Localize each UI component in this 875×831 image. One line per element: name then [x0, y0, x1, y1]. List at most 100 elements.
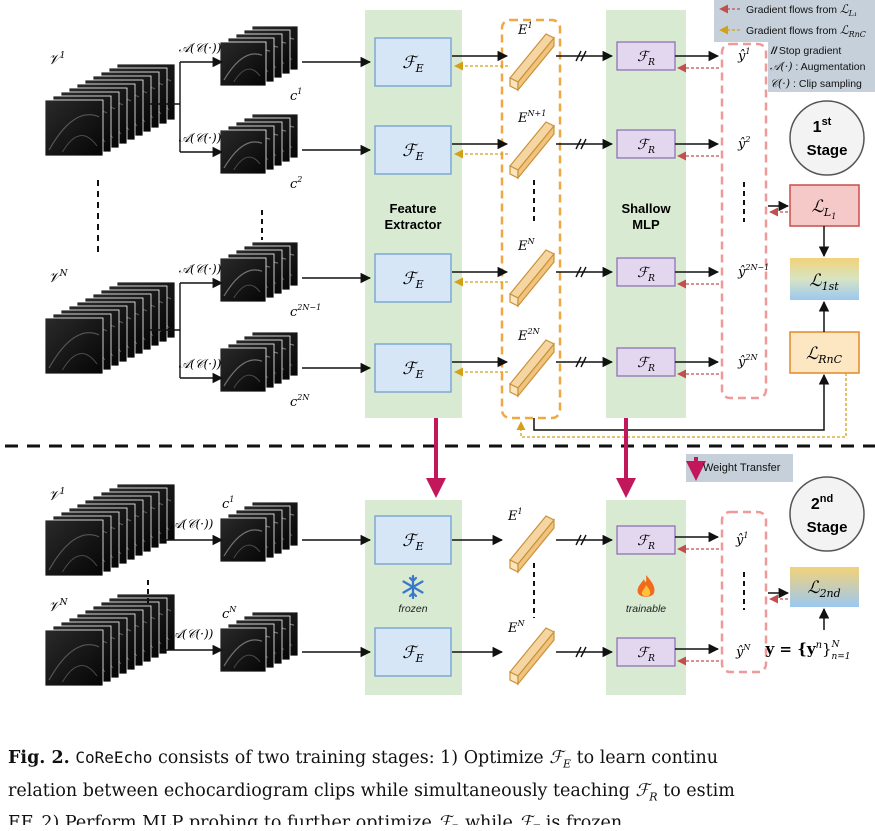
- clip-stack-1: [219, 25, 299, 87]
- svg-text:1st: 1st: [813, 116, 832, 136]
- clip-label-2: c2: [290, 175, 302, 192]
- video-label-1: 𝒱1: [48, 51, 65, 68]
- clip-label-3: c2N−1: [290, 303, 321, 320]
- figure-caption: Fig. 2. CoReEcho consists of two trainin…: [8, 748, 735, 825]
- loss-1st-label: ℒ1st: [809, 271, 839, 293]
- fe-box-3-label: ℱE: [402, 269, 423, 291]
- svg-text:Gradient flows from ℒRnC: Gradient flows from ℒRnC: [746, 23, 866, 39]
- embedding-3: [509, 249, 555, 308]
- fr-box-2: [616, 129, 676, 159]
- svg-text:2nd: 2nd: [811, 493, 833, 513]
- clip2-stack-2: [219, 611, 299, 673]
- fe-box-1: [374, 37, 452, 87]
- trainable-label: trainable: [626, 603, 666, 615]
- embedding-label-1: E1: [517, 21, 533, 38]
- fr2-box-2-label: ℱR: [637, 645, 655, 664]
- legend-aug: : Augmentation: [793, 61, 866, 73]
- embedding-1: [509, 33, 555, 92]
- video2-stack-1: [44, 483, 176, 577]
- fr2-box-1: [616, 525, 676, 555]
- svg-text:Gradient flows from ℒL₁: Gradient flows from ℒL₁: [746, 2, 857, 18]
- embedding2-label-1: E1: [507, 507, 523, 524]
- embedding-label-2: EN+1: [517, 109, 546, 126]
- feature-extractor-label-1: Feature: [390, 201, 437, 216]
- svg-text://Stop gradient: //Stop gradient: [770, 45, 841, 57]
- fr-box-3-label: ℱR: [637, 265, 655, 284]
- fr-box-2-label: ℱR: [637, 137, 655, 156]
- clip-stack-2: [219, 113, 299, 175]
- legend-clip: : Clip sampling: [790, 78, 862, 90]
- clip-stack-3: [219, 241, 299, 303]
- frozen-label: frozen: [398, 603, 427, 615]
- stage1-badge: 1st Stage: [789, 100, 865, 176]
- video2-label-1: 𝒱1: [48, 487, 65, 504]
- loss-2nd-box: [790, 567, 859, 607]
- fr-box-1: [616, 41, 676, 71]
- weight-transfer-legend: Weight Transfer: [686, 454, 793, 482]
- video2-stack-n: [44, 593, 176, 687]
- embedding-label-4: E2N: [517, 327, 541, 344]
- svg-text:Stage: Stage: [807, 142, 848, 159]
- legend-grad-rnc: Gradient flows from: [746, 25, 840, 37]
- prediction-label-2: ŷ2: [737, 135, 750, 152]
- fe-box-1-label: ℱE: [402, 53, 423, 75]
- flame-icon: [637, 575, 655, 597]
- prediction-label-1: ŷ1: [737, 47, 750, 64]
- embedding-group-box: [500, 18, 562, 420]
- loss-l1-label: ℒL1: [812, 197, 837, 221]
- fe-box-2-label: ℱE: [402, 141, 423, 163]
- aug-label-top-2: 𝒜(𝒞(·)): [179, 262, 222, 276]
- legend-grad-l1: Gradient flows from: [746, 4, 840, 16]
- clip2-label-1: c1: [222, 495, 234, 512]
- fe-box-4-label: ℱE: [402, 359, 423, 381]
- grad-arrow-rnc-back: [516, 373, 847, 438]
- prediction2-label-2: ŷN: [735, 643, 751, 660]
- shallow-mlp-label-2: MLP: [632, 217, 660, 232]
- clip-label-4: c2N: [290, 393, 310, 410]
- video2-label-2: 𝒱N: [48, 598, 69, 615]
- svg-text:𝒜(·) : Augmentation: 𝒜(·) : Augmentation: [770, 60, 866, 73]
- feature-extractor-label-2: Extractor: [384, 217, 441, 232]
- shallow-mlp-label-1: Shallow: [621, 201, 671, 216]
- fe2-box-2-label: ℱE: [402, 643, 423, 665]
- fe2-box-1-label: ℱE: [402, 531, 423, 553]
- aug2-label-2: 𝒜(𝒞(·)): [171, 627, 214, 641]
- prediction-group-box: [720, 42, 768, 400]
- embedding2-1: [509, 515, 555, 574]
- fr2-box-1-label: ℱR: [637, 533, 655, 552]
- fe2-box-1: [374, 515, 452, 565]
- aug-label-top-1: 𝒜(𝒞(·)): [179, 41, 222, 55]
- embedding-2: [509, 121, 555, 180]
- clip-label-1: c1: [290, 87, 302, 104]
- clip2-label-2: cN: [222, 605, 237, 622]
- aug-label-bot-2: 𝒜(𝒞(·)): [179, 357, 222, 371]
- prediction2-label-1: ŷ1: [735, 531, 748, 548]
- snowflake-icon: [402, 574, 424, 600]
- fe-box-3: [374, 253, 452, 303]
- fr-box-4: [616, 347, 676, 377]
- loss-l1-box: [789, 184, 860, 227]
- aug-label-bot-1: 𝒜(𝒞(·)): [179, 131, 222, 145]
- svg-text:Weight Transfer: Weight Transfer: [703, 462, 781, 474]
- loss-1st-box: [790, 258, 859, 300]
- video-stack-1: [44, 63, 176, 157]
- legend: Gradient flows from ℒL₁ Gradient flows f…: [714, 0, 875, 92]
- aug2-label-1: 𝒜(𝒞(·)): [171, 517, 214, 531]
- embedding2-label-2: EN: [507, 619, 526, 636]
- loss-rnc-label: ℒRnC: [806, 344, 843, 366]
- arrow-embeddings-to-rnc: [533, 373, 830, 431]
- embedding2-2: [509, 627, 555, 686]
- loss-2nd-label: ℒ2nd: [807, 578, 840, 600]
- fe2-box-2: [374, 627, 452, 677]
- embedding-label-3: EN: [517, 237, 536, 254]
- fr2-box-2: [616, 637, 676, 667]
- fe-box-2: [374, 125, 452, 175]
- svg-text:Stage: Stage: [807, 519, 848, 536]
- fr-box-4-label: ℱR: [637, 355, 655, 374]
- legend-stop: Stop gradient: [779, 45, 842, 57]
- fe-box-4: [374, 343, 452, 393]
- video-label-2: 𝒱N: [48, 269, 69, 286]
- clip-stack-4: [219, 331, 299, 393]
